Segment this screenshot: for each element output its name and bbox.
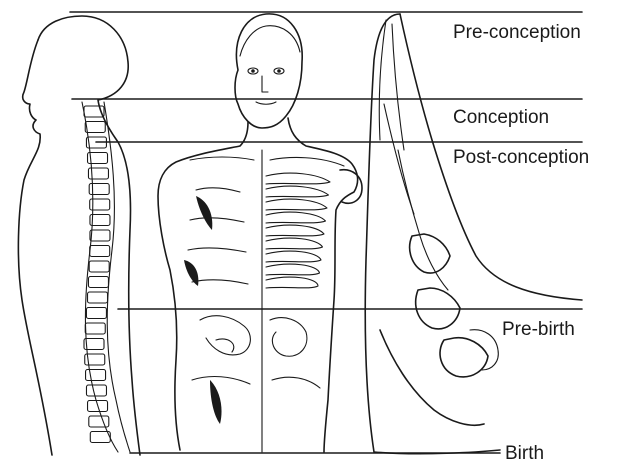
vertebra — [86, 370, 106, 381]
vertebra — [86, 308, 106, 319]
rib — [266, 277, 318, 288]
rib — [266, 186, 329, 197]
rib — [266, 173, 330, 184]
vertebra — [90, 432, 110, 443]
vertebra — [86, 385, 106, 396]
human-torso — [158, 14, 362, 452]
stage-label-post-conception: Post-conception — [453, 148, 589, 167]
vertebra — [90, 230, 110, 241]
vertebra — [88, 292, 108, 303]
rib — [266, 212, 326, 223]
vertebra — [89, 261, 109, 272]
stage-lines — [70, 12, 582, 453]
rib — [266, 225, 324, 236]
stage-label-pre-birth: Pre-birth — [502, 320, 575, 339]
rib — [266, 238, 323, 249]
vertebra — [90, 246, 110, 257]
vertebra — [88, 277, 108, 288]
rib — [266, 251, 321, 262]
vertebra — [85, 122, 105, 133]
embryo-column — [365, 14, 582, 454]
stage-label-conception: Conception — [453, 108, 549, 127]
stage-label-pre-conception: Pre-conception — [453, 23, 581, 42]
rib — [266, 264, 320, 275]
vertebra — [85, 323, 105, 334]
rib — [266, 199, 327, 210]
vertebra — [89, 416, 109, 427]
head — [235, 14, 302, 128]
side-silhouette — [18, 16, 140, 455]
stage-label-birth: Birth — [505, 444, 544, 463]
